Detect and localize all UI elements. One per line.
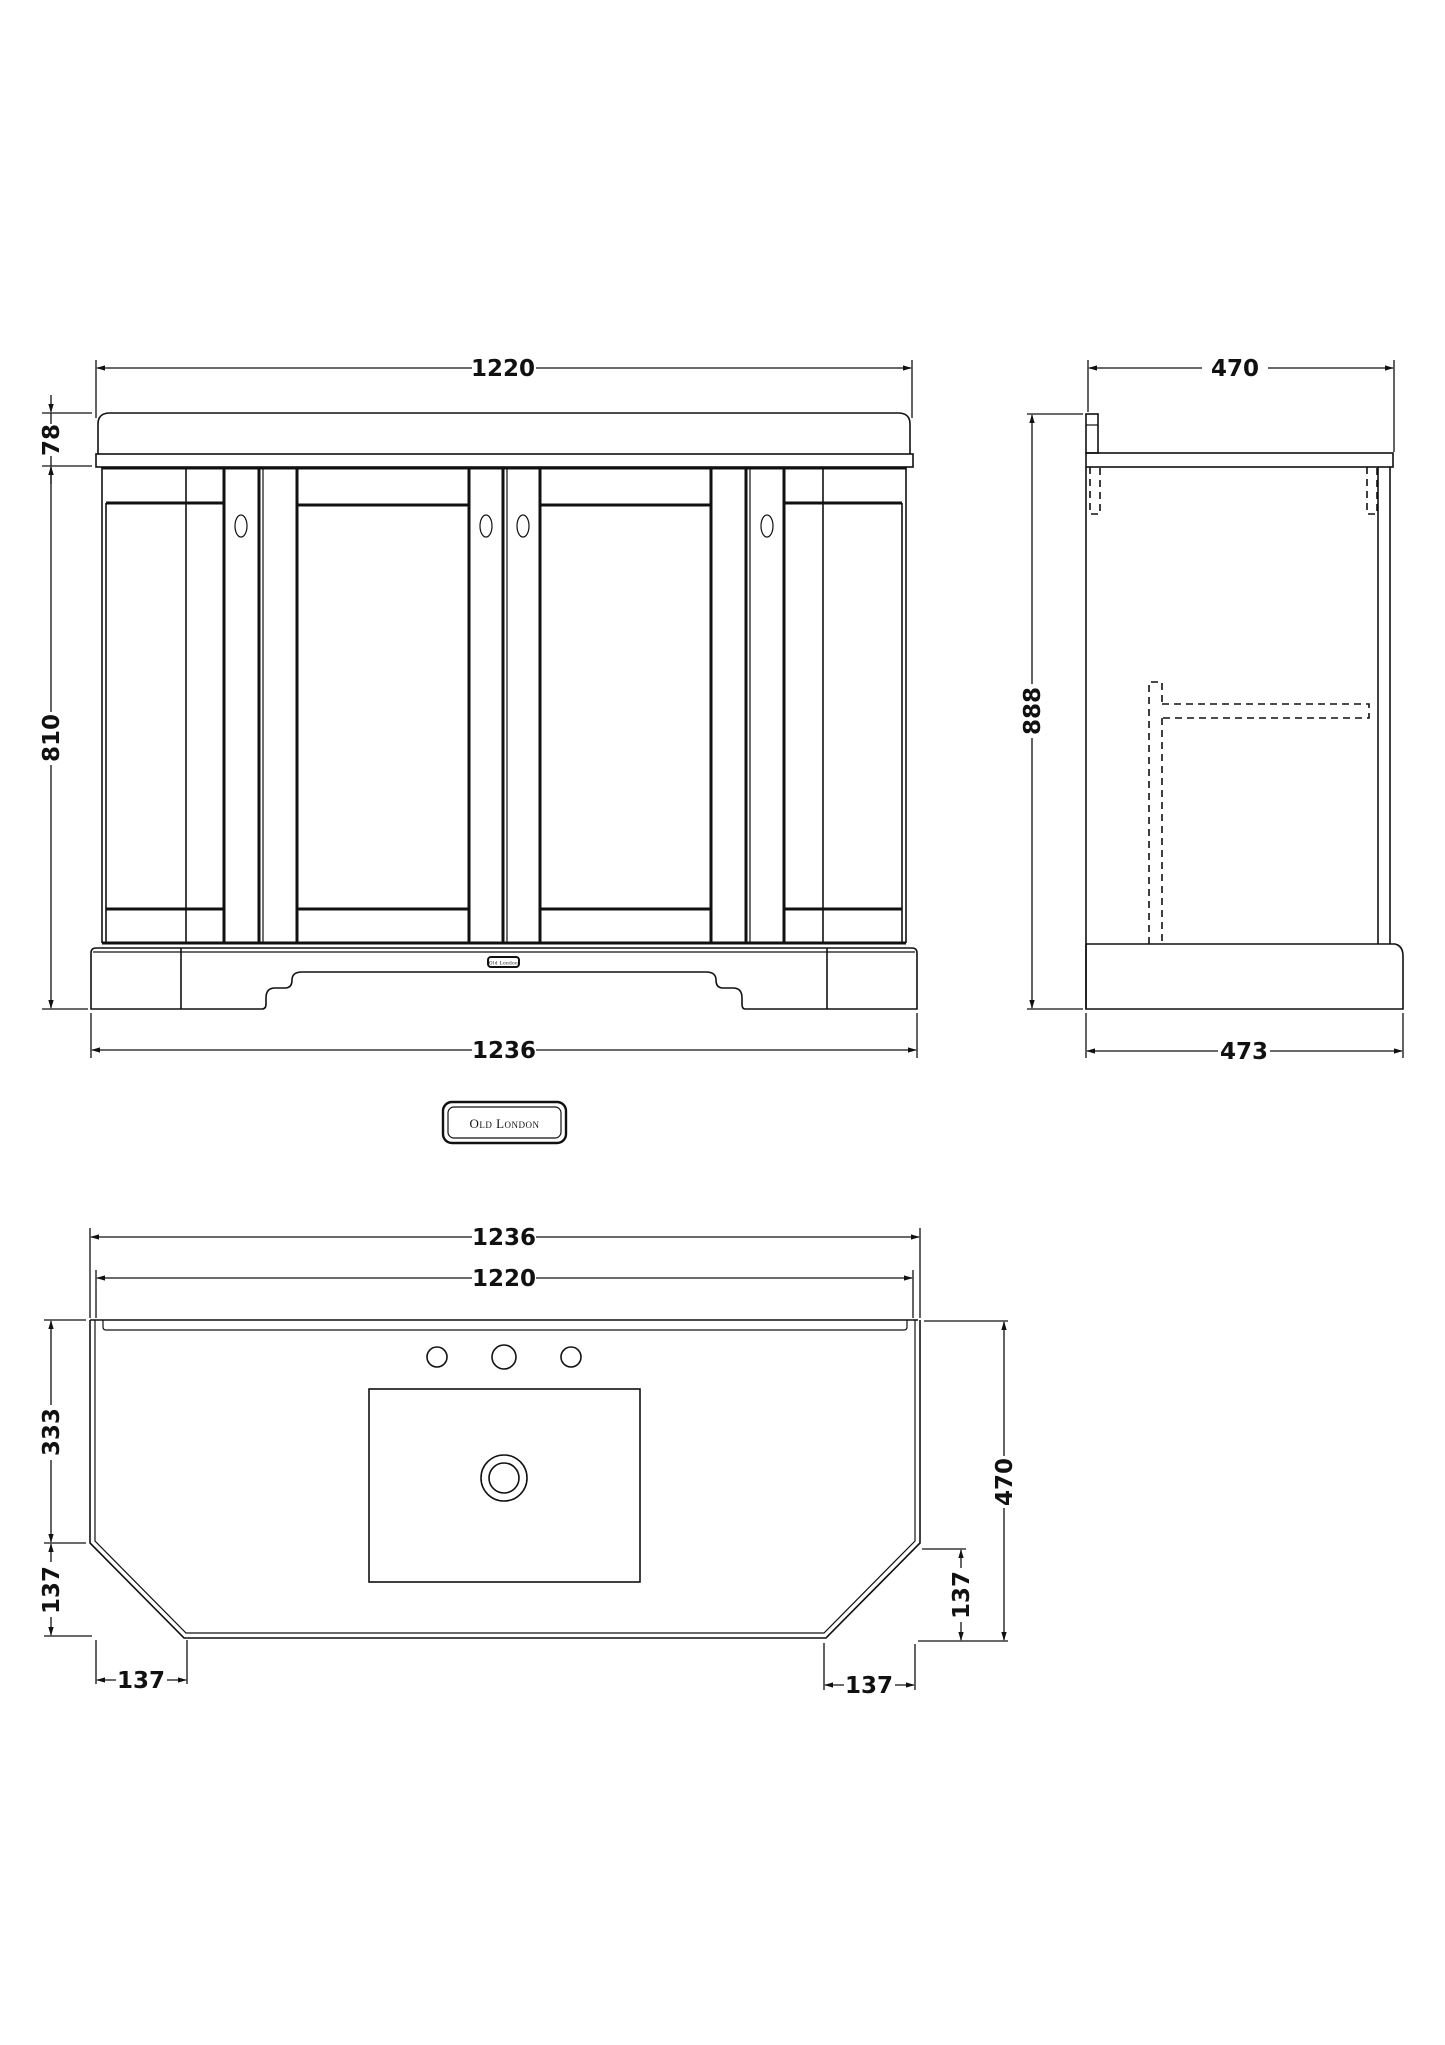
left-end-panel bbox=[105, 468, 226, 943]
hidden-bracket-front bbox=[1366, 467, 1378, 515]
tap-holes bbox=[426, 1344, 582, 1370]
door-1[interactable] bbox=[295, 468, 493, 943]
countertop-plan bbox=[89, 1319, 921, 1639]
dimension-plan-overall-width: 1236 bbox=[89, 1225, 921, 1318]
brand-logo-text: Old London bbox=[469, 1116, 539, 1131]
brand-logo: Old London bbox=[441, 1100, 568, 1145]
dimension-label: 333 bbox=[39, 1408, 65, 1456]
dimension-label: 1220 bbox=[472, 1266, 536, 1292]
door-handle-icon[interactable] bbox=[234, 514, 248, 538]
hidden-waste-pipe bbox=[1148, 681, 1370, 944]
dimension-label: 137 bbox=[949, 1571, 975, 1619]
dimension-cabinet-height: 810 bbox=[39, 466, 88, 1010]
dimension-chamfer-right-horizontal: 137 bbox=[823, 1643, 916, 1699]
plinth-front: Old London bbox=[90, 947, 918, 1010]
dimension-label: 470 bbox=[1211, 356, 1259, 382]
door-2[interactable] bbox=[516, 468, 713, 943]
cabinet-body bbox=[101, 466, 907, 945]
door-handle-icon[interactable] bbox=[479, 514, 493, 538]
door-handle-icon[interactable] bbox=[760, 514, 774, 538]
dimension-label: 1236 bbox=[472, 1225, 536, 1251]
hidden-bracket-back bbox=[1089, 467, 1101, 515]
countertop-front bbox=[95, 412, 914, 468]
dimension-label: 1236 bbox=[472, 1038, 536, 1064]
dimension-chamfer-left-vertical: 137 bbox=[39, 1543, 92, 1637]
dimension-total-height: 888 bbox=[1020, 413, 1083, 1010]
dimension-chamfer-left-horizontal: 137 bbox=[95, 1640, 188, 1694]
dimension-front-width-top: 1220 bbox=[95, 356, 913, 418]
dimension-label: 810 bbox=[39, 714, 65, 762]
tap-hole-icon bbox=[491, 1344, 517, 1370]
dimension-plan-top-width: 1220 bbox=[95, 1266, 914, 1318]
dimension-front-width-bottom: 1236 bbox=[90, 1013, 918, 1064]
dimension-countertop-height: 78 bbox=[39, 395, 92, 484]
plan-view: 1236 1220 bbox=[39, 1225, 1018, 1699]
dimension-label: 78 bbox=[39, 424, 65, 456]
dimension-label: 470 bbox=[992, 1458, 1018, 1506]
dimension-label: 888 bbox=[1020, 687, 1046, 735]
door-handle-icon[interactable] bbox=[516, 514, 530, 538]
dimension-label: 137 bbox=[845, 1673, 893, 1699]
brand-badge-small bbox=[487, 956, 520, 968]
side-view: 470 888 bbox=[1020, 356, 1404, 1065]
dimension-label: 137 bbox=[39, 1566, 65, 1614]
tap-hole-icon bbox=[560, 1346, 582, 1368]
dimension-side-depth-top: 470 bbox=[1087, 356, 1395, 452]
countertop-side bbox=[1085, 413, 1394, 468]
dimension-label: 1220 bbox=[471, 356, 535, 382]
basin-bowl bbox=[368, 1388, 641, 1583]
brand-badge-small-text: Old London bbox=[489, 962, 518, 967]
dimension-label: 473 bbox=[1220, 1039, 1268, 1065]
waste-outlet-icon bbox=[480, 1454, 528, 1502]
dimension-plan-depth: 470 bbox=[918, 1320, 1018, 1642]
dimension-chamfer-right-vertical: 137 bbox=[922, 1548, 975, 1641]
tap-hole-icon bbox=[426, 1346, 448, 1368]
dimension-plan-back-section: 333 bbox=[39, 1319, 86, 1544]
dimension-label: 137 bbox=[117, 1668, 165, 1694]
front-view: 1220 78 810 bbox=[39, 356, 918, 1064]
right-end-panel bbox=[782, 468, 903, 943]
plinth-side bbox=[1085, 943, 1404, 1010]
dimension-side-depth-bottom: 473 bbox=[1085, 1013, 1404, 1065]
